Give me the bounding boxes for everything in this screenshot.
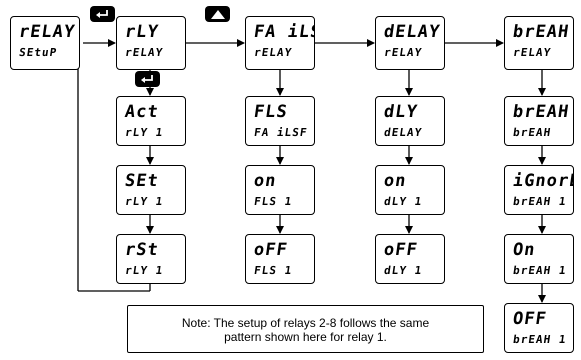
delay-relay-box: dLY 1 dELAY bbox=[375, 96, 445, 146]
enter-key-icon bbox=[135, 71, 160, 87]
display-line2: rELAY bbox=[383, 46, 424, 59]
display-line1: iGnorE bbox=[511, 171, 574, 191]
reset-point-box: rSt 1 rLY 1 bbox=[116, 234, 186, 284]
note-line2: pattern shown here for relay 1. bbox=[224, 330, 387, 344]
failsafe-on-box: on FLS 1 bbox=[245, 165, 315, 215]
display-line1: brEAH bbox=[511, 22, 571, 42]
up-arrow-key-icon bbox=[205, 6, 230, 22]
relay-select-box: rLY 1 rELAY bbox=[116, 16, 186, 70]
display-line2: FLS 1 bbox=[253, 264, 294, 277]
display-line2: brEAH bbox=[512, 126, 553, 139]
display-line1: on bbox=[382, 171, 408, 191]
display-line1: rLY 1 bbox=[123, 22, 161, 42]
delay-menu-box: dELAY rELAY bbox=[375, 16, 445, 70]
break-relay-box: brEAH 1 brEAH bbox=[504, 96, 574, 146]
break-ignore-box: iGnorE brEAH 1 bbox=[504, 165, 574, 215]
break-on-box: On brEAH 1 bbox=[504, 234, 574, 284]
display-line2: dELAY bbox=[383, 126, 424, 139]
display-line2: rELAY bbox=[512, 46, 553, 59]
break-menu-box: brEAH rELAY bbox=[504, 16, 574, 70]
failsafe-menu-box: FA iLSF rELAY bbox=[245, 16, 315, 70]
display-line2: FLS 1 bbox=[253, 195, 294, 208]
enter-key-icon bbox=[90, 6, 115, 22]
relay-setup-menu: rELAY SEtuP bbox=[10, 16, 80, 70]
display-line2: rLY 1 bbox=[124, 126, 165, 139]
display-line1: oFF bbox=[252, 240, 290, 260]
failsafe-relay-box: FLS 1 FA iLSF bbox=[245, 96, 315, 146]
setup-note: Note: The setup of relays 2-8 follows th… bbox=[127, 305, 484, 353]
display-line2: dLY 1 bbox=[383, 195, 424, 208]
display-line2: brEAH 1 bbox=[512, 333, 568, 346]
display-line1: OFF bbox=[511, 309, 549, 329]
display-line1: dELAY bbox=[382, 22, 442, 42]
display-line1: Act 1 bbox=[123, 102, 161, 122]
display-line2: SEtuP bbox=[18, 46, 59, 59]
display-line2: rELAY bbox=[253, 46, 294, 59]
note-line1: Note: The setup of relays 2-8 follows th… bbox=[181, 316, 430, 330]
display-line1: rELAY bbox=[17, 22, 77, 42]
set-point-box: SEt 1 rLY 1 bbox=[116, 165, 186, 215]
delay-off-box: oFF dLY 1 bbox=[375, 234, 445, 284]
delay-on-box: on dLY 1 bbox=[375, 165, 445, 215]
display-line2: FA iLSF bbox=[253, 126, 309, 139]
display-line1: brEAH 1 bbox=[511, 102, 571, 122]
display-line2: dLY 1 bbox=[383, 264, 424, 277]
display-line1: SEt 1 bbox=[123, 171, 161, 191]
failsafe-off-box: oFF FLS 1 bbox=[245, 234, 315, 284]
display-line1: on bbox=[252, 171, 278, 191]
display-line1: rSt 1 bbox=[123, 240, 161, 260]
display-line1: FLS 1 bbox=[252, 102, 290, 122]
display-line2: brEAH 1 bbox=[512, 195, 568, 208]
display-line1: FA iLSF bbox=[252, 22, 315, 42]
display-line1: On bbox=[511, 240, 537, 260]
display-line2: rLY 1 bbox=[124, 264, 165, 277]
display-line2: rELAY bbox=[124, 46, 165, 59]
display-line1: oFF bbox=[382, 240, 420, 260]
display-line1: dLY 1 bbox=[382, 102, 420, 122]
display-line2: rLY 1 bbox=[124, 195, 165, 208]
display-line2: brEAH 1 bbox=[512, 264, 568, 277]
action-box: Act 1 rLY 1 bbox=[116, 96, 186, 146]
break-off-box: OFF brEAH 1 bbox=[504, 303, 574, 353]
